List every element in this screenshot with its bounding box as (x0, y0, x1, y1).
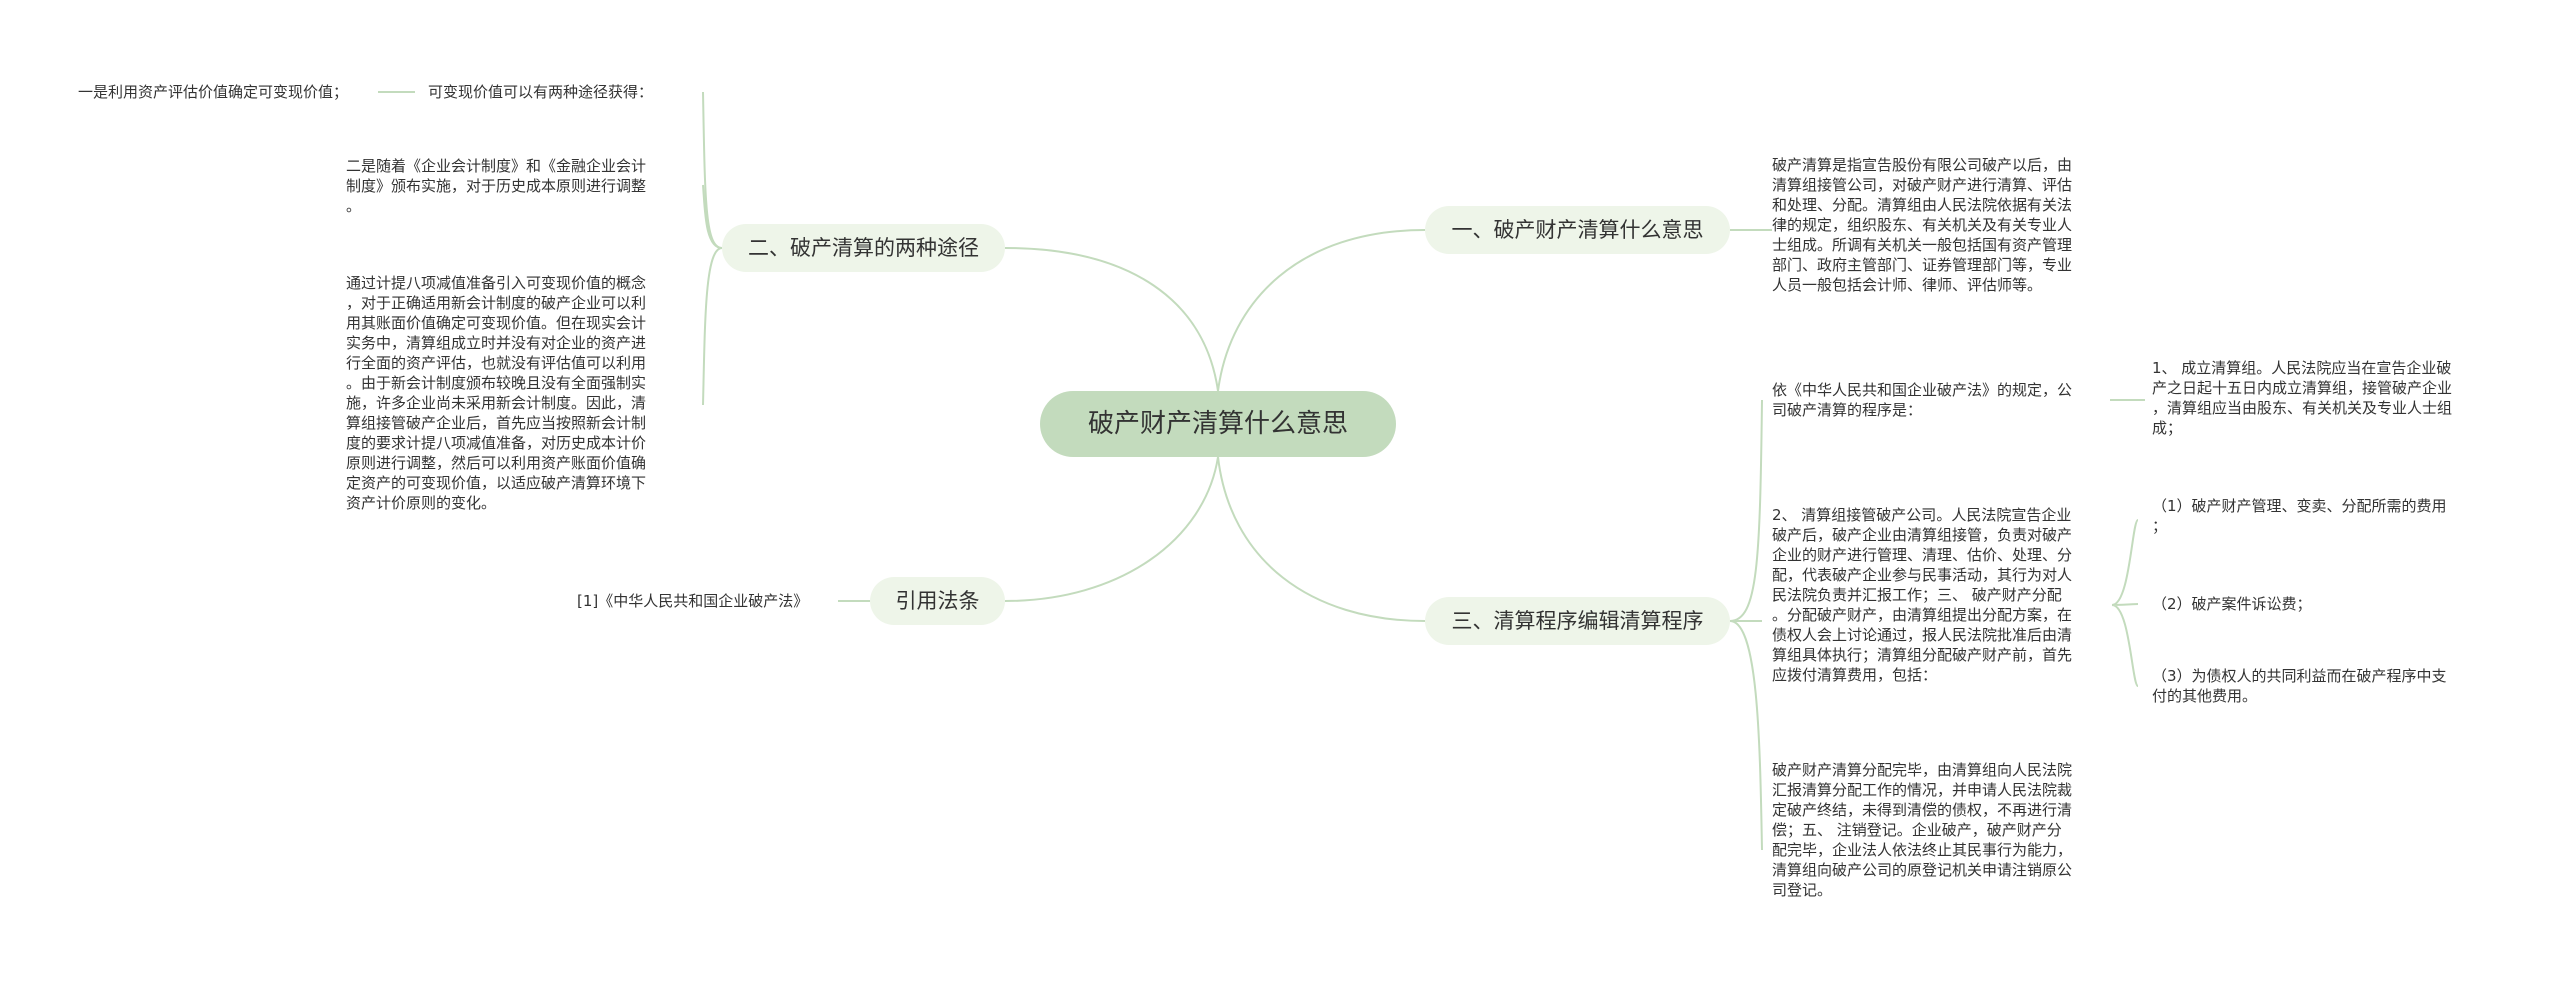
link-step-two-fees (2111, 519, 2139, 687)
procedure-step-one: 1、 成立清算组。人民法院应当在宣告企业破 产之日起十五日内成立清算组，接管破产… (2152, 359, 2453, 437)
branch-citation[interactable]: 引用法条 (870, 577, 1005, 625)
link-ways-spine (702, 91, 723, 406)
branch-meaning[interactable]: 一、破产财产清算什么意思 (1425, 206, 1730, 254)
procedure-step-two: 2、 清算组接管破产公司。人民法院宣告企业 破产后，破产企业由清算组接管，负责对… (1772, 506, 2073, 684)
procedure-fee-two: （2）破产案件诉讼费； (2152, 595, 2312, 613)
link-root-ways (1004, 247, 1219, 392)
link-root-citation (1004, 456, 1219, 602)
way-detail: 通过计提八项减值准备引入可变现价值的概念 ，对于正确适用新会计制度的破产企业可以… (346, 274, 647, 512)
link-root-procedure (1217, 456, 1426, 622)
branch-ways[interactable]: 二、破产清算的两种途径 (722, 224, 1005, 272)
procedure-law-basis: 依《中华人民共和国企业破产法》的规定，公 司破产清算的程序是： (1772, 381, 2073, 419)
citation-text: [1]《中华人民共和国企业破产法》 (577, 592, 809, 610)
link-root-meaning (1217, 229, 1426, 392)
procedure-step-final: 破产财产清算分配完毕，由清算组向人民法院 汇报清算分配工作的情况，并申请人民法院… (1772, 761, 2073, 899)
way-one: 一是利用资产评估价值确定可变现价值； (78, 83, 349, 101)
link-procedure-spine (1729, 399, 1763, 851)
meaning-text: 破产清算是指宣告股份有限公司破产以后，由 清算组接管公司，对破产财产进行清算、评… (1772, 156, 2073, 294)
way-intro: 可变现价值可以有两种途径获得： (428, 83, 654, 101)
procedure-fee-one: （1）破产财产管理、变卖、分配所需的费用 ； (2152, 497, 2447, 535)
way-two: 二是随着《企业会计制度》和《金融企业会计 制度》颁布实施，对于历史成本原则进行调… (346, 157, 647, 215)
root-node[interactable]: 破产财产清算什么意思 (1040, 391, 1396, 457)
procedure-fee-three: （3）为债权人的共同利益而在破产程序中支 付的其他费用。 (2152, 667, 2447, 705)
branch-procedure[interactable]: 三、清算程序编辑清算程序 (1425, 597, 1730, 645)
